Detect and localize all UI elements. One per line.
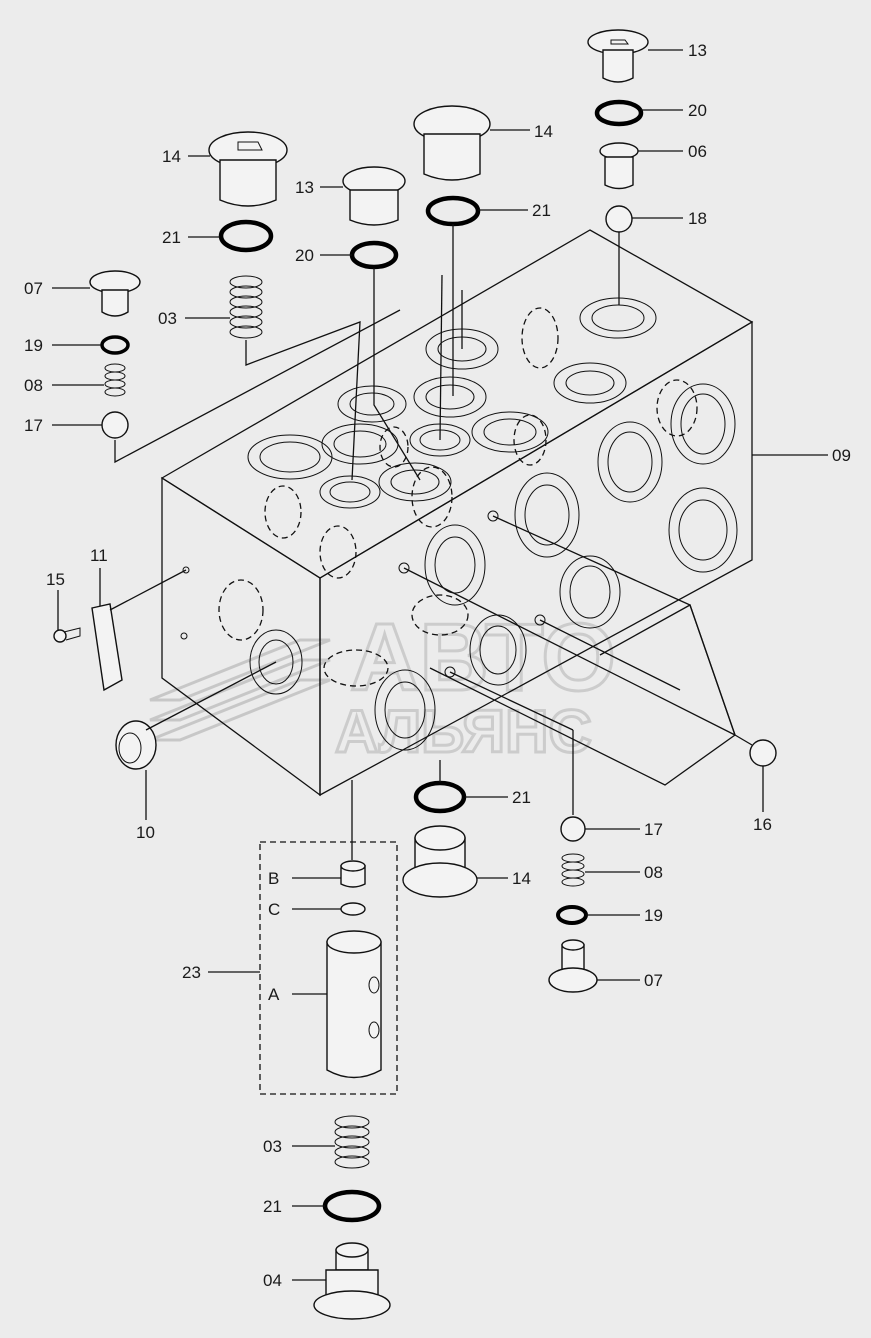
callout-16: 16 — [753, 815, 772, 834]
callout-18: 18 — [688, 209, 707, 228]
callout-21: 21 — [263, 1197, 282, 1216]
spring-03-lower — [334, 1115, 370, 1169]
callout-03: 03 — [158, 309, 177, 328]
callout-04: 04 — [263, 1271, 282, 1290]
callout-13: 13 — [295, 178, 314, 197]
washer-C — [340, 902, 366, 916]
oring-20-top-right — [594, 99, 644, 127]
oring-19-right — [556, 905, 588, 925]
callout-19: 19 — [644, 906, 663, 925]
spring-08-left — [104, 363, 126, 397]
watermark-logo: АВТО АЛЬЯНС — [149, 603, 617, 767]
callout-17: 17 — [24, 416, 43, 435]
callout-11: 11 — [90, 546, 108, 565]
callout-10: 10 — [136, 823, 155, 842]
callout-B: B — [268, 869, 279, 888]
oring-21-bottom — [322, 1189, 382, 1223]
oring-21-center — [425, 195, 481, 227]
callout-19: 19 — [24, 336, 43, 355]
oring-21-left — [218, 219, 274, 253]
plug-14-left — [208, 131, 288, 207]
ball-18 — [605, 205, 633, 233]
plug-07-right — [548, 939, 598, 993]
callout-21: 21 — [512, 788, 531, 807]
callout-06: 06 — [688, 142, 707, 161]
callout-14: 14 — [534, 122, 553, 141]
callout-07: 07 — [24, 279, 43, 298]
plug-04 — [313, 1242, 391, 1320]
watermark-line2: АЛЬЯНС — [335, 698, 592, 765]
callout-23: 23 — [182, 963, 201, 982]
plug-14-lower — [402, 825, 478, 898]
callout-08: 08 — [24, 376, 43, 395]
plug-13-center — [342, 166, 406, 226]
callout-08: 08 — [644, 863, 663, 882]
oring-19-left — [100, 335, 130, 355]
callout-15: 15 — [46, 570, 65, 589]
callout-C: C — [268, 900, 280, 919]
plug-07-left — [89, 270, 141, 317]
cover-plate-11 — [91, 603, 123, 692]
callout-20: 20 — [688, 101, 707, 120]
assembly-23-box — [259, 841, 398, 1095]
callout-17: 17 — [644, 820, 663, 839]
oring-20-center — [349, 240, 399, 270]
ball-16 — [749, 739, 777, 767]
fitting-10 — [115, 720, 157, 770]
ball-17-left — [101, 411, 129, 439]
sleeve-A — [326, 930, 382, 1079]
callout-09: 09 — [832, 446, 851, 465]
callout-A: A — [268, 985, 280, 1004]
plug-13-top-right — [587, 29, 649, 83]
oring-21-lower — [413, 780, 467, 814]
plug-06 — [599, 142, 639, 190]
callout-21: 21 — [162, 228, 181, 247]
callout-20: 20 — [295, 246, 314, 265]
callout-07: 07 — [644, 971, 663, 990]
seat-B — [340, 860, 366, 888]
callout-03: 03 — [263, 1137, 282, 1156]
callout-13: 13 — [688, 41, 707, 60]
spring-03-top — [229, 275, 263, 339]
ball-17-right — [560, 816, 586, 842]
callout-14: 14 — [512, 869, 531, 888]
spring-08-right — [561, 853, 585, 887]
callout-14: 14 — [162, 147, 181, 166]
callout-21: 21 — [532, 201, 551, 220]
plug-14-center — [413, 105, 491, 181]
callout-labels: 13 20 06 18 14 21 14 13 21 20 07 03 19 0… — [24, 41, 851, 1290]
screw-15 — [53, 627, 81, 643]
